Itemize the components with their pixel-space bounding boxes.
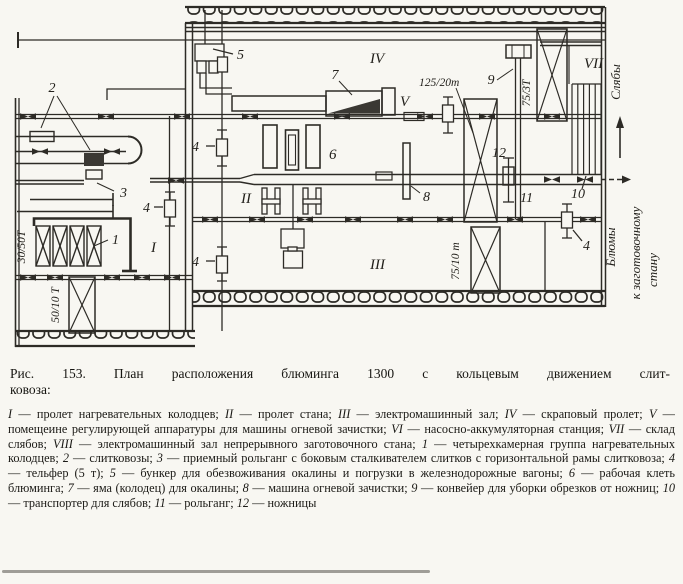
telpher-symbol [154, 191, 177, 227]
label-part-12: 12 [492, 146, 506, 161]
legend-item: 9 — конвейер для уборки обрезков от ножн… [411, 480, 663, 495]
ingot-car [29, 130, 55, 143]
caption-line-1: Рис. 153. План расположения блюминга 130… [10, 366, 670, 381]
label-crane-75-3: 75/3Т [521, 78, 533, 106]
legend-item: VI — насосно-аккумуляторная станция; [391, 421, 609, 436]
building-walls [14, 5, 607, 348]
legend-item: 10 — транспортер для слябов; [8, 480, 675, 510]
label-flow-to-mill-2: стану [645, 253, 660, 287]
label-zone-I: I [150, 240, 157, 256]
crane-125-20: 125/20т [419, 77, 498, 223]
legend-item: V — помещеине регулирующей аппаратуры дл… [8, 407, 675, 436]
legend-item: VIII — электромашинный зал непрерывного … [53, 436, 422, 451]
legend-item: 7 — яма (колодец) для окалины; [67, 480, 243, 495]
flow-annotations: Слябы Блюмы к заготовочному стану [603, 64, 660, 299]
plan-diagram: 2 3 1 30/50Т I 50/10 Т [14, 5, 660, 348]
label-part-9: 9 [488, 73, 495, 88]
label-part-4: 4 [192, 140, 199, 155]
label-crane-30-50: 30/50Т [16, 229, 28, 264]
label-part-8: 8 [423, 190, 430, 205]
blooms-exit-arrow [622, 175, 631, 184]
label-crane-75-10: 75/10 т [450, 242, 462, 279]
drive-motor [282, 250, 304, 269]
telpher-symbol [206, 246, 229, 282]
caption-line-2: ковоза: [10, 382, 51, 397]
drive-motor [280, 228, 305, 249]
scale-pit-assembly: 7 V [231, 68, 425, 122]
legend-item: 12 — ножницы [236, 495, 317, 510]
label-zone-III: III [369, 257, 386, 273]
scrap-conveyor: 9 75/3Т [488, 44, 533, 219]
label-crane-125-20: 125/20т [419, 77, 459, 89]
legend-item: VII — склад слябов; [8, 421, 676, 451]
soaking-pits-group: 1 30/50Т I [16, 217, 157, 273]
main-rolling-line [150, 173, 631, 186]
label-part-10: 10 [571, 187, 585, 202]
label-part-7: 7 [332, 68, 340, 83]
legend-item: II — пролет стана; [225, 407, 339, 421]
scan-artifact [2, 570, 430, 573]
label-part-4: 4 [192, 255, 199, 270]
legend-item: 5 — бункер для обезвоживания окалины и п… [109, 466, 569, 481]
crane-75-10: 75/10 т [450, 226, 501, 294]
slab-transporter [571, 83, 602, 190]
figure-caption: Рис. 153. План расположения блюминга 130… [10, 366, 670, 398]
slab-storage: VII [540, 41, 604, 84]
ingot-car-ring-track: 2 [15, 81, 143, 180]
shears: 12 11 [492, 146, 533, 206]
legend-item: 6 — рабочая клеть блюминга; [8, 466, 676, 495]
label-part-3: 3 [119, 186, 127, 201]
legend-item: 11 — рольганг; [154, 495, 237, 510]
legend-item: 3 — приемный рольганг с боковым сталкива… [156, 451, 669, 466]
label-part-2: 2 [49, 81, 56, 96]
figure-legend: I — пролет нагревательных колодцев; II —… [8, 407, 675, 511]
label-flow-blooms: Блюмы [603, 227, 618, 267]
legend-item: 4 — тельфер (5 т); [8, 451, 675, 481]
label-zone-II: II [240, 191, 252, 207]
manipulators [261, 185, 322, 269]
telpher-symbol [441, 96, 455, 134]
label-part-6: 6 [329, 147, 337, 163]
telpher-lines [154, 10, 583, 331]
label-part-4: 4 [143, 201, 150, 216]
legend-item: IV — скраповый пролет; [504, 407, 649, 421]
label-part-11: 11 [520, 191, 533, 206]
crane-50-10: 50/10 Т [50, 276, 96, 334]
label-flow-to-mill-1: к заготовочному [628, 206, 643, 299]
ingot-car [84, 153, 104, 166]
legend-item: 1 — четырехкамерная группа нагревательны… [8, 436, 676, 466]
ingot-car-frame [85, 169, 103, 180]
legend-item: III — электромашинный зал; [338, 407, 505, 421]
blooming-stand: 6 [262, 124, 337, 171]
label-part-5: 5 [237, 48, 244, 63]
flame-scarfing-machine: 8 [375, 142, 430, 205]
telpher-symbol [206, 129, 229, 167]
label-zone-VII: VII [584, 56, 604, 72]
crane-75-3 [536, 28, 568, 122]
receiving-roller-table: 3 [15, 179, 127, 218]
telpher-symbol [560, 203, 583, 242]
legend-item: I — пролет нагревательных колодцев; [8, 407, 226, 421]
label-part-4: 4 [583, 239, 590, 254]
label-crane-50-10: 50/10 Т [50, 286, 62, 323]
label-part-1: 1 [112, 233, 119, 248]
rail-tracks [15, 113, 601, 281]
label-zone-V: V [400, 94, 411, 110]
legend-item: 8 — машина огневой зачистки; [242, 480, 412, 495]
legend-item: 2 — слитковозы; [62, 451, 157, 466]
label-flow-slabs: Слябы [608, 64, 623, 100]
label-zone-IV: IV [369, 51, 386, 67]
